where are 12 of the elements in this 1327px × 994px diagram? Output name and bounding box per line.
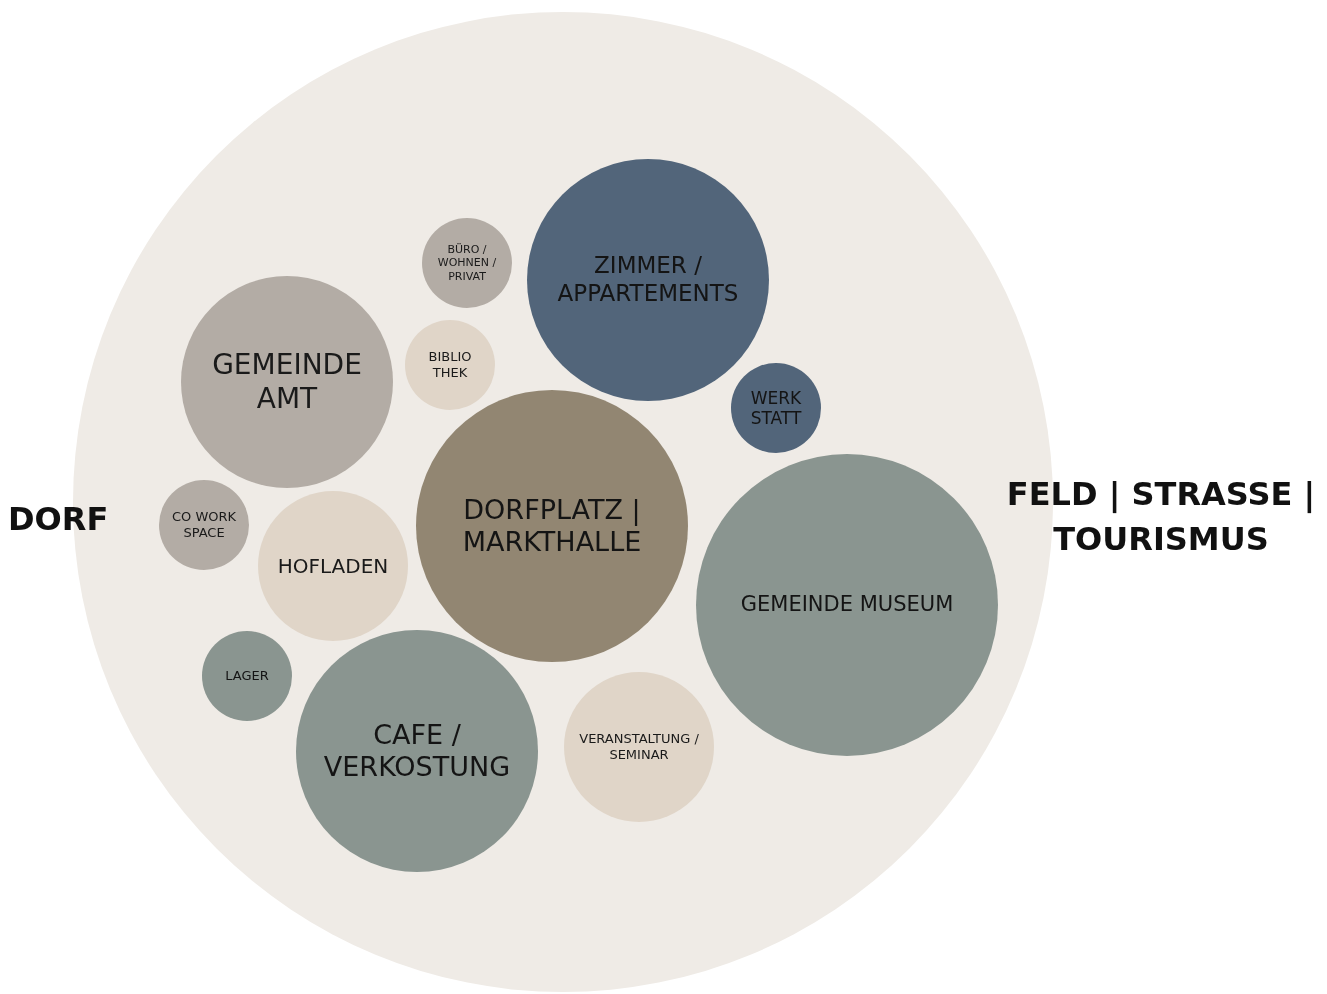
space-bubble: CO WORK SPACE (159, 480, 249, 570)
space-bubble: LAGER (202, 631, 292, 721)
space-bubble: DORFPLATZ | MARKTHALLE (416, 390, 688, 662)
space-bubble: HOFLADEN (258, 491, 408, 641)
space-bubble: WERK STATT (731, 363, 821, 453)
space-bubble: GEMEINDE AMT (181, 276, 393, 488)
zone-label: FELD | STRASSE | TOURISMUS (1005, 474, 1317, 560)
space-bubble: CAFE / VERKOSTUNG (296, 630, 538, 872)
space-bubble: BÜRO / WOHNEN / PRIVAT (422, 218, 512, 308)
space-bubble: BIBLIO THEK (405, 320, 495, 410)
zone-label: DORF (8, 499, 110, 540)
space-bubble: VERANSTALTUNG / SEMINAR (564, 672, 714, 822)
